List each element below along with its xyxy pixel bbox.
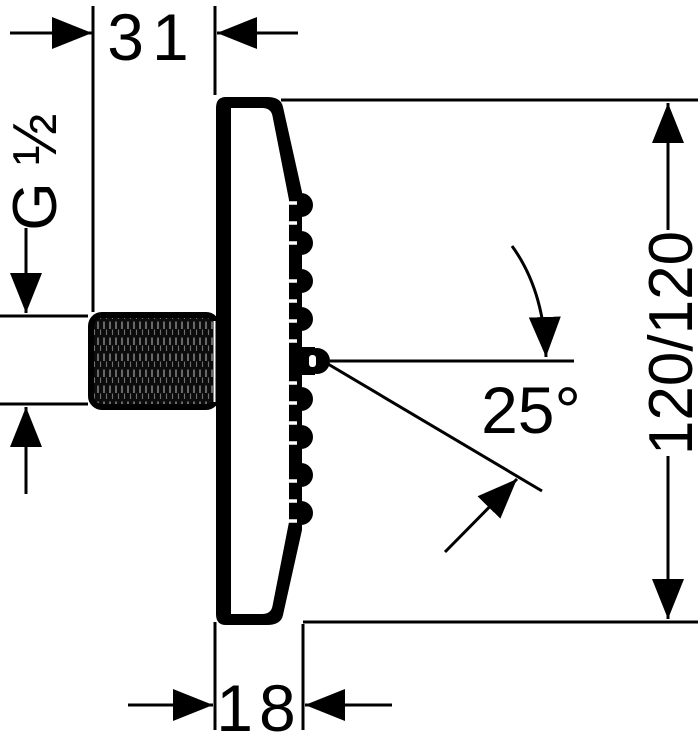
angle-leader-arrow [443,477,519,554]
dim-120-120-label: 120/120 [637,231,700,455]
wall-connection-pipe [88,312,220,410]
spray-angle-annotation: 25° [327,245,581,554]
nozzle-highlights [288,201,297,523]
dimension-head-size: 120/120 [281,98,700,624]
shower-head-profile [216,97,330,625]
threaded-pipe-body [88,312,220,410]
dim-18-label: 18 [216,671,301,734]
head-body-face [231,108,289,614]
dimension-thread-size: G ½ [0,113,88,494]
angle-leader-arrow [510,245,561,358]
spray-angle-label: 25° [481,373,581,447]
dim-31-label: 31 [107,0,196,74]
dimension-head-depth: 18 [128,622,392,734]
dim-g-half-label: G ½ [1,113,70,230]
dimension-pipe-length: 31 [10,0,298,312]
angle-ray-line [327,362,543,493]
pivot-nozzle [299,347,330,375]
